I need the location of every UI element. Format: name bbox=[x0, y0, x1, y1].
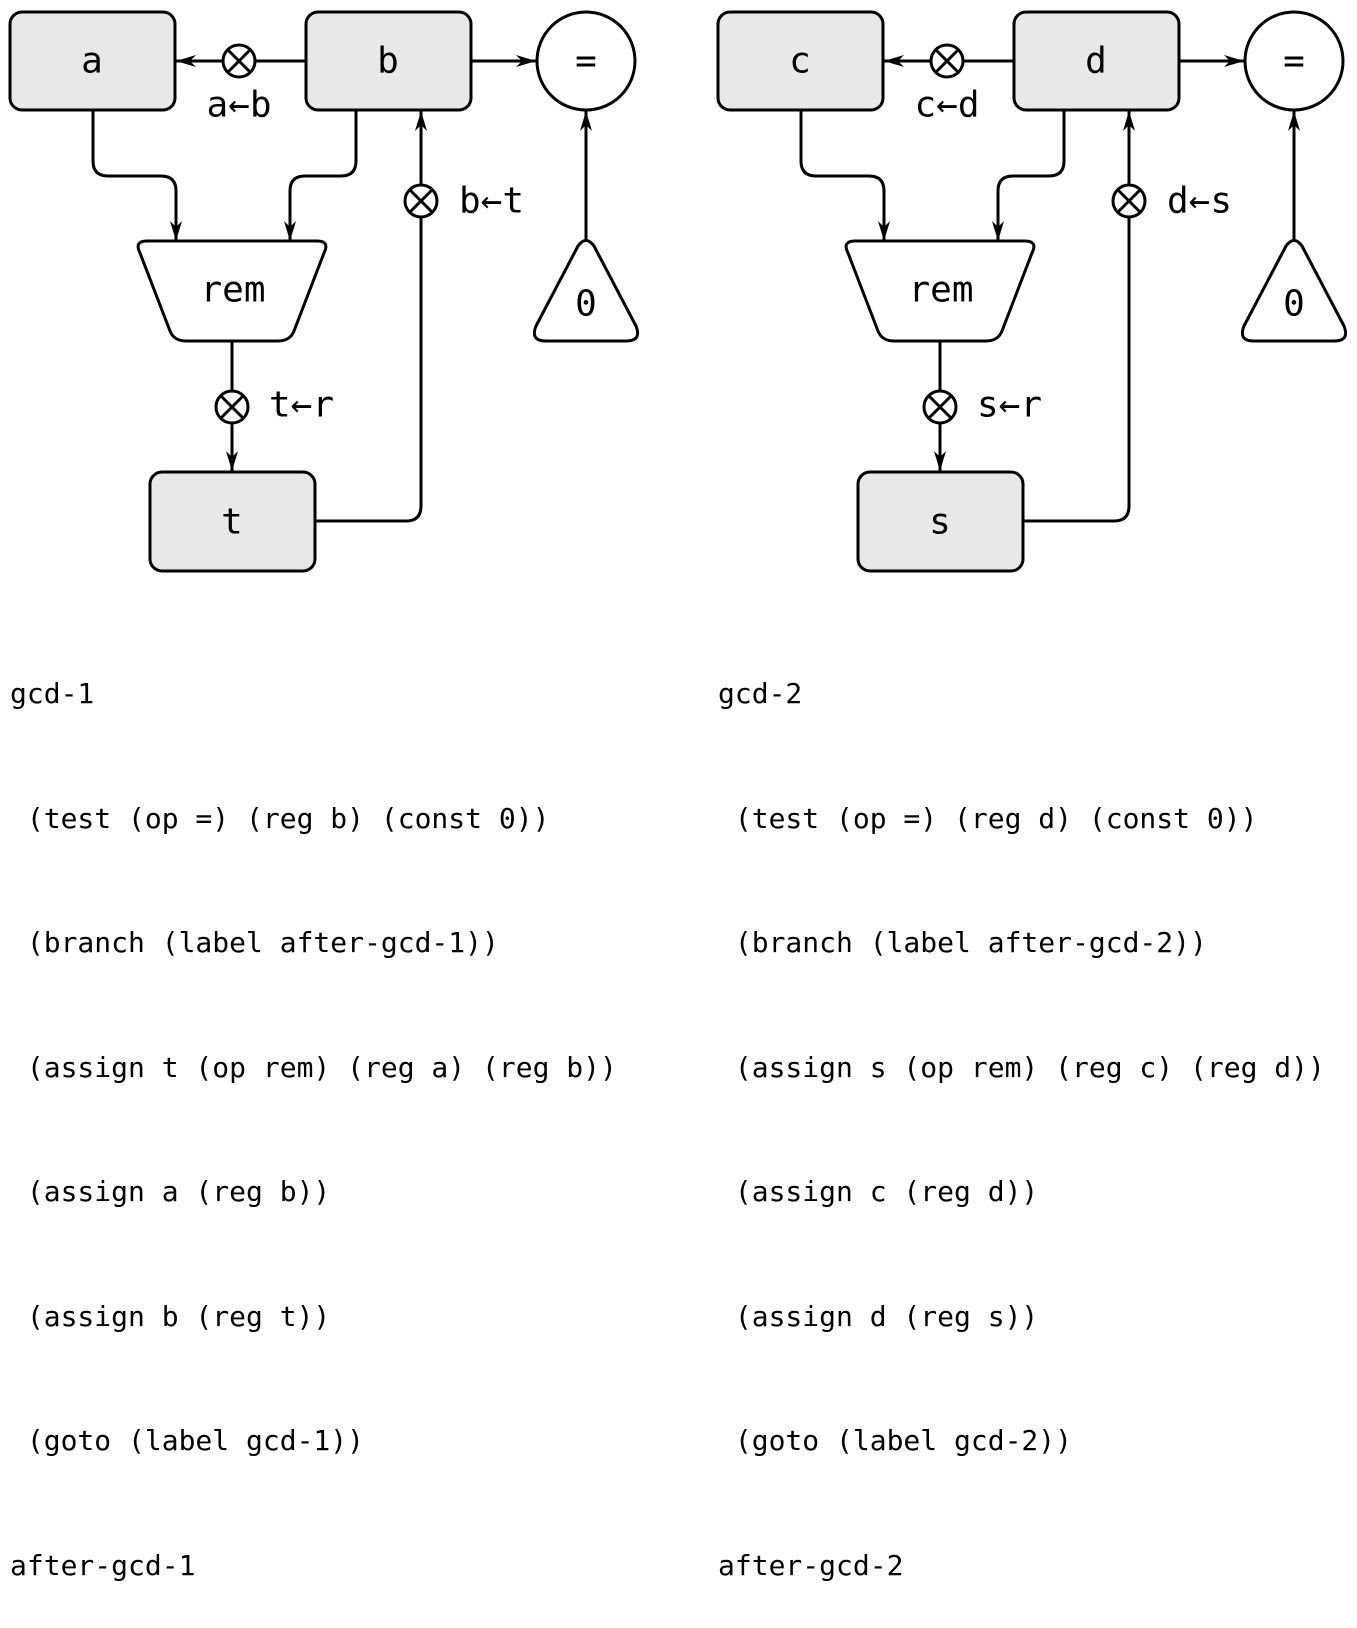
wire-b-to-rem bbox=[284, 110, 358, 241]
code-line: (assign c (reg d)) bbox=[718, 1175, 1039, 1208]
constant-zero bbox=[532, 239, 640, 343]
wire-d-to-rem bbox=[992, 110, 1066, 241]
left-code-listing: gcd-1 (test (op =) (reg b) (const 0)) (b… bbox=[10, 590, 617, 1628]
button-t-r-label: t←r bbox=[269, 385, 334, 426]
rem-operation-label: rem bbox=[200, 270, 265, 311]
test-equal-circle bbox=[535, 10, 637, 112]
register-d-label: d bbox=[1085, 41, 1107, 82]
wire-a-to-rem bbox=[91, 110, 182, 241]
code-line: (assign a (reg b)) bbox=[10, 1175, 331, 1208]
code-line: (branch (label after-gcd-2)) bbox=[718, 926, 1207, 959]
rem-operation-label: rem bbox=[908, 270, 973, 311]
button-d-s[interactable] bbox=[1111, 183, 1147, 219]
register-b bbox=[304, 10, 473, 112]
register-b-label: b bbox=[377, 41, 399, 82]
code-line: (assign t (op rem) (reg a) (reg b)) bbox=[10, 1050, 617, 1084]
wire-c-to-rem bbox=[799, 110, 890, 241]
constant-zero-label: 0 bbox=[575, 284, 597, 325]
code-line: (test (op =) (reg d) (const 0)) bbox=[718, 801, 1258, 835]
button-s-r-label: s←r bbox=[977, 385, 1042, 426]
code-line: (assign s (op rem) (reg c) (reg d)) bbox=[718, 1050, 1325, 1084]
register-c bbox=[716, 10, 885, 112]
rem-operation bbox=[136, 239, 328, 343]
button-b-t[interactable] bbox=[403, 183, 439, 219]
code-end-label: after-gcd-1 bbox=[10, 1548, 196, 1582]
register-t-label: t bbox=[221, 502, 243, 543]
button-s-r[interactable] bbox=[922, 389, 958, 425]
constant-zero-label: 0 bbox=[1283, 284, 1305, 325]
button-a-b[interactable] bbox=[221, 43, 257, 79]
test-equal-label: = bbox=[1283, 41, 1305, 82]
code-line: (branch (label after-gcd-1)) bbox=[10, 926, 499, 959]
test-equal-label: = bbox=[575, 41, 597, 82]
register-a bbox=[8, 10, 177, 112]
button-t-r[interactable] bbox=[214, 389, 250, 425]
register-d bbox=[1012, 10, 1181, 112]
code-line: (assign d (reg s)) bbox=[718, 1299, 1039, 1333]
code-line: (goto (label gcd-1)) bbox=[10, 1424, 365, 1457]
rem-operation bbox=[844, 239, 1036, 343]
button-c-d-label: c←d bbox=[914, 85, 979, 126]
right-datapath: c d s = rem 0 c←d d←s s←r bbox=[716, 10, 1348, 573]
test-equal-circle bbox=[1243, 10, 1345, 112]
constant-zero bbox=[1240, 239, 1348, 343]
left-datapath: a b t = rem 0 a←b b←t t←r bbox=[8, 10, 640, 573]
wire-t-to-b-button bbox=[315, 217, 423, 523]
register-c-label: c bbox=[789, 41, 811, 82]
code-line: (assign b (reg t)) bbox=[10, 1299, 331, 1333]
datapath-diagram: a b t = rem 0 a←b b←t t←r bbox=[8, 10, 1348, 573]
button-b-t-label: b←t bbox=[459, 181, 524, 222]
code-line: (test (op =) (reg b) (const 0)) bbox=[10, 801, 550, 835]
code-line: (goto (label gcd-2)) bbox=[718, 1424, 1073, 1457]
right-code-listing: gcd-2 (test (op =) (reg d) (const 0)) (b… bbox=[718, 590, 1325, 1628]
register-a-label: a bbox=[81, 41, 103, 82]
wire-s-to-d-button bbox=[1023, 217, 1131, 523]
code-label: gcd-2 bbox=[718, 677, 803, 710]
button-d-s-label: d←s bbox=[1167, 181, 1232, 222]
button-a-b-label: a←b bbox=[206, 85, 271, 126]
register-s bbox=[856, 470, 1025, 573]
button-c-d[interactable] bbox=[929, 43, 965, 79]
code-label: gcd-1 bbox=[10, 677, 95, 710]
register-t bbox=[148, 470, 317, 573]
code-end-label: after-gcd-2 bbox=[718, 1548, 904, 1582]
register-s-label: s bbox=[929, 502, 951, 543]
